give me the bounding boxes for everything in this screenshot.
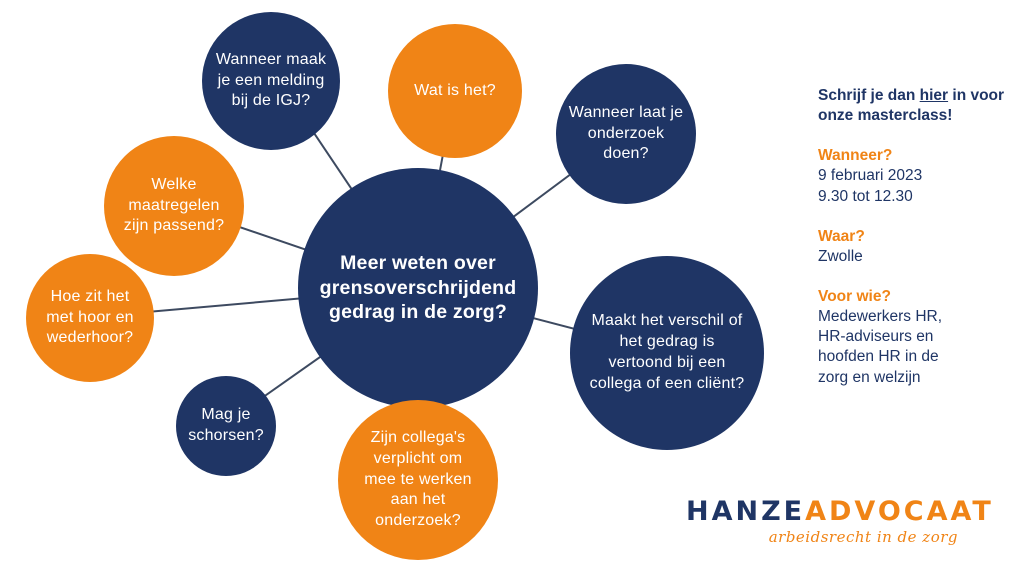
- who-label: Voor wie?: [818, 287, 891, 305]
- bubble-maatregelen: Welke maatregelen zijn passend?: [104, 136, 244, 276]
- logo-wordmark: Hanzeadvocaat: [686, 496, 991, 527]
- bubble-collega-client: Maakt het verschil of het gedrag is vert…: [570, 256, 764, 450]
- when-label: Wanneer?: [818, 147, 893, 165]
- center-bubble: Meer weten over grensoverschrijdend gedr…: [298, 168, 538, 408]
- who-value: Medewerkers HR, HR-adviseurs en hoofden …: [818, 308, 943, 386]
- bubble-text: Maakt het verschil of het gedrag is vert…: [589, 312, 745, 392]
- logo-wordmark-part2: advocaat: [805, 496, 994, 527]
- bubble-text: Wanneer laat je onderzoek doen?: [568, 103, 684, 163]
- hanze-advocaat-logo: Hanzeadvocaat arbeidsrecht in de zorg: [686, 496, 991, 558]
- cta-text-after: in voor onze masterclass!: [818, 87, 1005, 125]
- bubble-text: Wanneer maak je een melding bij de IGJ?: [215, 50, 327, 110]
- bubble-onderzoek-doen: Wanneer laat je onderzoek doen?: [556, 64, 696, 204]
- signup-call-to-action: Schrijf je dan hier in voor onze masterc…: [818, 86, 1018, 126]
- bubble-text: Mag je schorsen?: [188, 406, 264, 444]
- bubble-text: Wat is het?: [414, 81, 496, 99]
- center-bubble-text: Meer weten over grensoverschrijdend gedr…: [319, 252, 517, 324]
- bubble-text: Hoe zit het met hoor en wederhoor?: [46, 287, 134, 347]
- bubble-hoor-wederhoor: Hoe zit het met hoor en wederhoor?: [26, 254, 154, 382]
- when-value: 9 februari 2023 9.30 tot 12.30: [818, 167, 923, 205]
- bubble-collegas-verplicht: Zijn collega's verplicht om mee te werke…: [338, 400, 498, 560]
- logo-wordmark-part1: Hanze: [686, 496, 806, 527]
- logo-tagline: arbeidsrecht in de zorg: [768, 528, 958, 546]
- masterclass-info: Schrijf je dan hier in voor onze masterc…: [818, 86, 1018, 408]
- signup-link[interactable]: hier: [919, 87, 949, 104]
- bubble-melding-igj: Wanneer maak je een melding bij de IGJ?: [202, 12, 340, 150]
- cta-text-before: Schrijf je dan: [818, 87, 920, 104]
- bubble-text: Welke maatregelen zijn passend?: [123, 175, 225, 235]
- bubble-schorsen: Mag je schorsen?: [176, 376, 276, 476]
- bubble-text: Zijn collega's verplicht om mee te werke…: [364, 429, 472, 530]
- where-value: Zwolle: [818, 247, 863, 265]
- where-label: Waar?: [818, 227, 865, 245]
- bubble-wat-is-het: Wat is het?: [388, 24, 522, 158]
